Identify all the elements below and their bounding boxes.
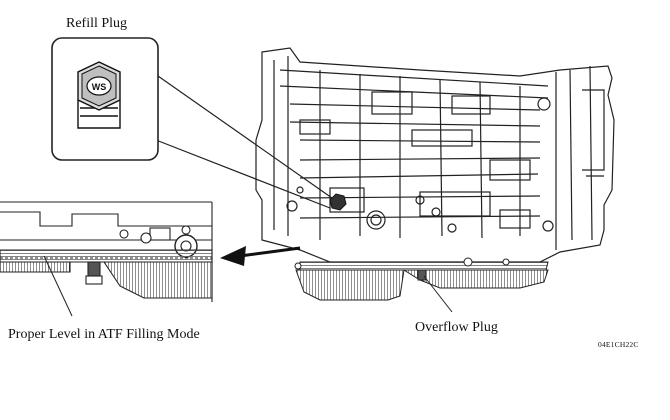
svg-text:WS: WS [92, 82, 107, 92]
left-arrow-icon [220, 246, 301, 266]
transmission-case [255, 47, 615, 263]
refill-plug-label: Refill Plug [66, 16, 128, 31]
oil-pan [294, 257, 549, 301]
pan-detail-view [0, 201, 213, 302]
overflow-plug-leader [423, 275, 453, 313]
figure-code: 04E1CH22C [598, 340, 639, 349]
overflow-plug-label: Overflow Plug [415, 320, 498, 335]
proper-level-label: Proper Level in ATF Filling Mode [8, 327, 200, 342]
refill-plug-location [329, 193, 347, 211]
proper-level-leader [43, 255, 73, 317]
refill-plug-icon: WS [77, 61, 121, 129]
